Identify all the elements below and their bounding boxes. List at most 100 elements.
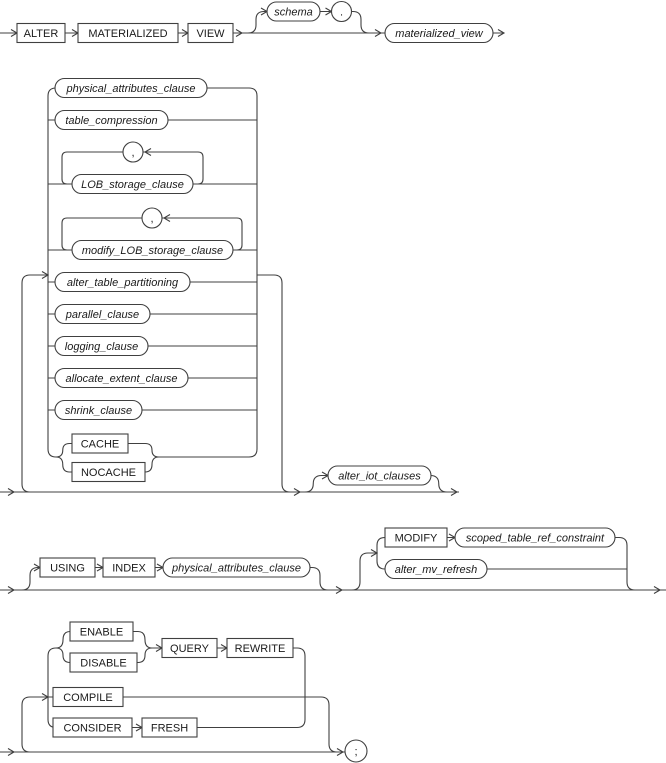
keyword-using: USING [39, 557, 96, 578]
keyword-alter: ALTER [16, 22, 66, 44]
shrink-clause-oval [54, 399, 143, 421]
schema-placeholder: schema [266, 1, 321, 22]
nocache-keyword-box [71, 461, 146, 483]
physical-attributes-clause-item-2: physical_attributes_clause [162, 557, 311, 578]
statement-row: ALTER MATERIALIZED VIEW schema . materia… [0, 0, 506, 44]
schema-oval [266, 1, 321, 22]
keyword-compile: COMPILE [52, 686, 124, 708]
comma-circle [141, 207, 163, 229]
alter-table-partitioning-item: alter_table_partitioning [54, 271, 191, 293]
enable-keyword-box [69, 621, 134, 642]
allocate-extent-clause-item: allocate_extent_clause [54, 367, 189, 389]
materialized-keyword-label: MATERIALIZED [88, 28, 167, 40]
dot-circle [330, 0, 353, 23]
materialized-view-label: materialized_view [395, 28, 483, 40]
alter-keyword-label: ALTER [24, 28, 59, 40]
keyword-disable: DISABLE [69, 652, 138, 673]
rewrite-keyword-box [226, 637, 294, 659]
fresh-keyword-label: FRESH [151, 723, 188, 735]
scoped-table-ref-constraint-oval [454, 527, 616, 548]
lob-storage-clause-item: LOB_storage_clause [71, 173, 194, 195]
alter-iot-clauses-item: alter_iot_clauses [327, 465, 432, 486]
logging-clause-oval [54, 335, 149, 357]
modify-lob-storage-clause-item: modify_LOB_storage_clause [71, 239, 234, 261]
bottom-section-wires [0, 630, 345, 753]
query-keyword-label: QUERY [170, 643, 210, 655]
modify-lob-storage-clause-oval [71, 239, 234, 261]
options-stack-wires [0, 87, 459, 493]
physical-attributes-clause-label: physical_attributes_clause [171, 563, 301, 575]
rewrite-keyword-label: REWRITE [235, 643, 286, 655]
keyword-consider: CONSIDER [52, 717, 133, 738]
shrink-clause-label: shrink_clause [65, 405, 132, 417]
materialized-view-placeholder: materialized_view [384, 22, 494, 44]
table-compression-label: table_compression [65, 115, 157, 127]
view-keyword-box [187, 22, 234, 44]
physical-attributes-clause-item: physical_attributes_clause [54, 77, 208, 99]
allocate-extent-clause-label: allocate_extent_clause [66, 373, 178, 385]
disable-keyword-box [69, 652, 138, 673]
nocache-keyword-label: NOCACHE [81, 467, 136, 479]
comma-circle [122, 141, 144, 163]
keyword-nocache: NOCACHE [71, 461, 146, 483]
modify-lob-storage-loop-comma: , [141, 207, 163, 229]
shrink-clause-item: shrink_clause [54, 399, 143, 421]
index-keyword-box [102, 557, 156, 578]
schema-label: schema [274, 7, 313, 19]
using-index-section: USING INDEX physical_attributes_clause M… [0, 527, 666, 594]
using-keyword-box [39, 557, 96, 578]
physical-attributes-clause-oval [54, 77, 208, 99]
compile-keyword-box [52, 686, 124, 708]
logging-clause-label: logging_clause [65, 341, 138, 353]
materialized-view-oval [384, 22, 494, 44]
alter-mv-refresh-item: alter_mv_refresh [384, 558, 488, 580]
allocate-extent-clause-oval [54, 367, 189, 389]
bottom-section: ENABLE DISABLE QUERY REWRITE COMPILE CON… [0, 621, 368, 763]
consider-keyword-label: CONSIDER [63, 723, 121, 735]
alter-keyword-box [16, 22, 66, 44]
scoped-table-ref-constraint-label: scoped_table_ref_constraint [466, 533, 605, 545]
semicolon-terminator: ; [344, 739, 368, 763]
keyword-index: INDEX [102, 557, 156, 578]
alter-mv-refresh-oval [384, 558, 488, 580]
physical-attributes-clause-label: physical_attributes_clause [65, 83, 195, 95]
modify-lob-storage-clause-label: modify_LOB_storage_clause [82, 245, 223, 257]
using-keyword-label: USING [50, 563, 85, 575]
keyword-query: QUERY [161, 637, 218, 659]
index-keyword-label: INDEX [112, 563, 146, 575]
physical-attributes-clause-oval [162, 557, 311, 578]
logging-clause-item: logging_clause [54, 335, 149, 357]
keyword-modify: MODIFY [384, 527, 448, 548]
enable-keyword-label: ENABLE [80, 627, 123, 639]
keyword-materialized: MATERIALIZED [77, 22, 179, 44]
cache-keyword-label: CACHE [81, 439, 120, 451]
parallel-clause-oval [54, 303, 151, 325]
comma-label: , [150, 213, 153, 225]
keyword-enable: ENABLE [69, 621, 134, 642]
alter-iot-clauses-label: alter_iot_clauses [338, 471, 421, 483]
keyword-fresh: FRESH [141, 717, 198, 738]
lob-storage-clause-label: LOB_storage_clause [81, 179, 184, 191]
cache-keyword-box [71, 433, 129, 454]
modify-keyword-label: MODIFY [395, 533, 438, 545]
semicolon-circle [344, 739, 368, 763]
keyword-view: VIEW [187, 22, 234, 44]
semicolon-label: ; [354, 746, 357, 758]
dot-separator: . [330, 0, 353, 23]
lob-storage-clause-oval [71, 173, 194, 195]
table-compression-oval [54, 109, 169, 131]
view-keyword-label: VIEW [196, 28, 225, 40]
dot-label: . [340, 7, 343, 19]
table-compression-item: table_compression [54, 109, 169, 131]
modify-keyword-box [384, 527, 448, 548]
parallel-clause-item: parallel_clause [54, 303, 151, 325]
alter-mv-refresh-label: alter_mv_refresh [395, 564, 478, 576]
compile-keyword-label: COMPILE [63, 692, 113, 704]
parallel-clause-label: parallel_clause [65, 309, 139, 321]
consider-keyword-box [52, 717, 133, 738]
disable-keyword-label: DISABLE [80, 658, 126, 670]
options-stack-section: physical_attributes_clause table_compres… [0, 77, 459, 496]
fresh-keyword-box [141, 717, 198, 738]
